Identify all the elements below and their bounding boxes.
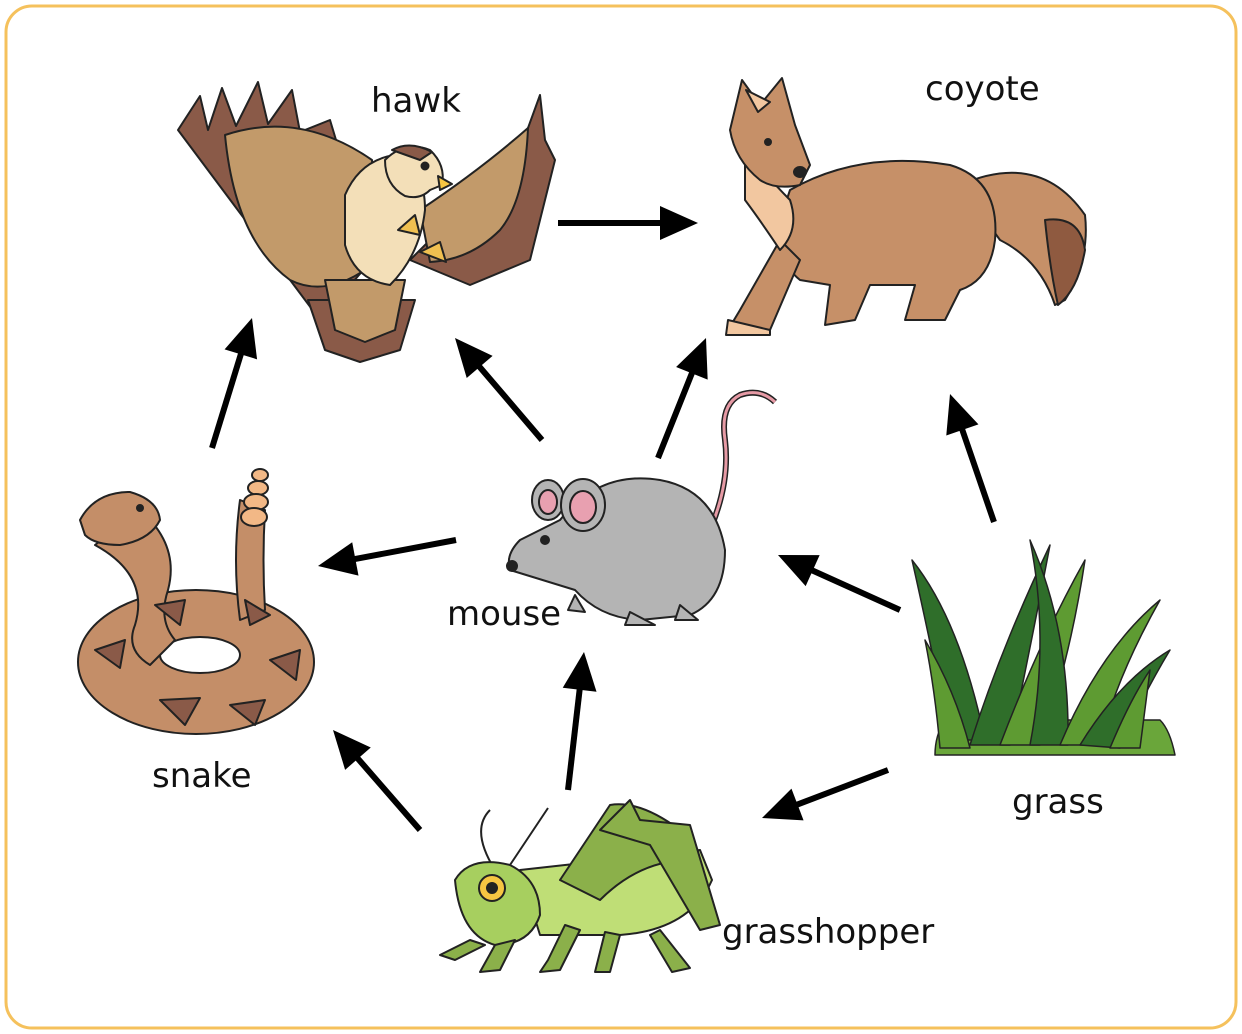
grass-label: grass (1012, 782, 1104, 822)
mouse-label: mouse (447, 594, 561, 634)
hawk-label: hawk (371, 81, 461, 121)
coyote-label: coyote (925, 69, 1040, 109)
snake-label: snake (152, 756, 252, 796)
grasshopper-label: grasshopper (722, 912, 934, 952)
